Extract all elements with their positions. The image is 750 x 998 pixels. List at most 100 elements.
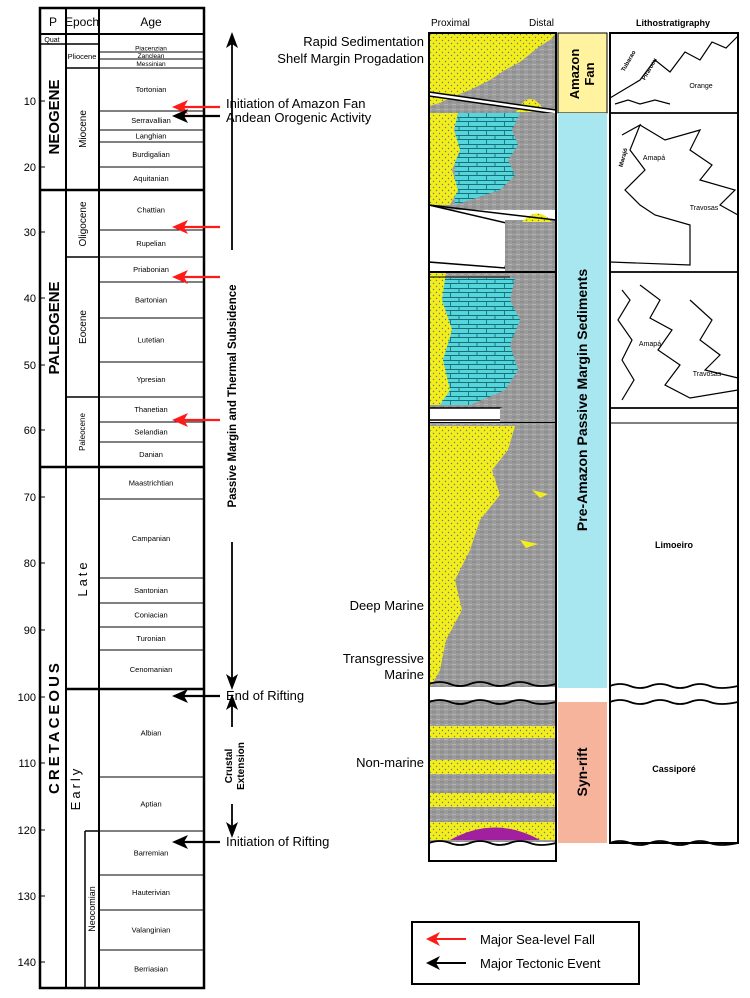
formation-cassipore: Cassiporé — [652, 764, 696, 774]
legend: Major Sea-level Fall Major Tectonic Even… — [411, 921, 640, 985]
tick-label: 20 — [24, 162, 36, 174]
age-label: Rupelian — [136, 239, 166, 248]
crustal-label: Crustal — [224, 749, 235, 784]
age-label: Tortonian — [136, 85, 167, 94]
sequence-bands — [557, 32, 608, 843]
age-label: Lutetian — [138, 336, 165, 345]
epoch-miocene: Miocene — [78, 110, 89, 148]
tick-label: 30 — [24, 227, 36, 239]
tick-label: 130 — [18, 891, 36, 903]
formation-marajo: Marajó — [619, 147, 630, 168]
formation-amapa-upper: Amapá — [643, 155, 665, 162]
event-end-rifting: End of Rifting — [226, 688, 304, 703]
legend-black-label: Major Tectonic Event — [480, 956, 601, 971]
epoch-late: Late — [75, 559, 90, 596]
env-marine: Marine — [384, 667, 424, 682]
event-shelf-margin: Shelf Margin Progadation — [277, 51, 424, 66]
tick-label: 10 — [24, 96, 36, 108]
env-deep-marine: Deep Marine — [350, 598, 424, 613]
age-label: Chattian — [137, 206, 165, 215]
age-label: Campanian — [132, 534, 170, 543]
env-transgressive: Transgressive — [343, 651, 424, 666]
lithology-column: Proximal Distal — [428, 18, 557, 862]
formation-orange: Orange — [689, 83, 712, 90]
tick-label: 40 — [24, 293, 36, 305]
legend-red-label: Major Sea-level Fall — [480, 932, 595, 947]
period-paleogene: PALEOGENE — [46, 281, 63, 374]
tick-label: 80 — [24, 558, 36, 570]
epoch-neocomian: Neocomian — [87, 886, 97, 932]
red-arrow-icon — [172, 270, 188, 284]
tick-label: 60 — [24, 425, 36, 437]
age-label: Danian — [139, 450, 163, 459]
header-proximal: Proximal — [431, 18, 470, 29]
tick-label: 70 — [24, 492, 36, 504]
tick-label: 90 — [24, 625, 36, 637]
tick-label: 120 — [18, 825, 36, 837]
age-label: Barremian — [134, 849, 169, 858]
age-label: Piacenzian — [135, 46, 167, 53]
formation-amapa-lower: Amapá — [639, 341, 661, 348]
age-label: Ypresian — [136, 375, 165, 384]
time-scale — [38, 6, 206, 990]
header-epoch: Epoch — [65, 15, 99, 29]
epoch-pliocene: Pliocene — [68, 52, 97, 61]
sequence-amazon: Amazon — [567, 49, 582, 100]
age-label: Bartonian — [135, 296, 167, 305]
extension-label: Extension — [236, 742, 247, 790]
age-label: Priabonian — [133, 265, 169, 274]
event-andean: Andean Orogenic Activity — [226, 110, 372, 125]
tick-label: 140 — [18, 957, 36, 969]
black-arrow-icon — [172, 835, 188, 849]
age-label: Langhian — [136, 132, 167, 141]
lithostratigraphy-column: Lithostratigraphy — [609, 18, 739, 846]
header-lithostratigraphy: Lithostratigraphy — [636, 18, 710, 28]
age-label: Zanclean — [138, 53, 165, 60]
sequence-synrift: Syn-rift — [574, 747, 590, 796]
age-label: Coniacian — [134, 611, 167, 620]
red-arrow-icon — [172, 413, 188, 427]
tick-label: 50 — [24, 360, 36, 372]
age-label: Hauterivian — [132, 888, 170, 897]
age-label: Serravallian — [131, 116, 171, 125]
formation-limoeiro: Limoeiro — [655, 540, 694, 550]
age-label: Santonian — [134, 586, 168, 595]
age-label: Cenomanian — [130, 665, 173, 674]
epoch-early: Early — [68, 766, 83, 811]
age-label: Turonian — [136, 634, 165, 643]
age-label: Albian — [141, 729, 162, 738]
header-age: Age — [140, 15, 162, 29]
period-neogene: NEOGENE — [46, 79, 63, 154]
sequence-pre-amazon: Pre-Amazon Passive Margin Sediments — [574, 269, 590, 531]
age-label: Maastrichtian — [129, 479, 174, 488]
black-arrow-icon — [426, 956, 440, 970]
sequence-fan: Fan — [582, 62, 597, 85]
age-label: Burdigalian — [132, 150, 170, 159]
age-label: Aquitanian — [133, 174, 168, 183]
passive-margin-label: Passive Margin and Thermal Subsidence — [227, 284, 239, 507]
age-label: Valanginian — [132, 926, 171, 935]
age-label: Aptian — [140, 800, 161, 809]
black-arrow-icon — [172, 109, 188, 123]
age-label: Selandian — [134, 428, 167, 437]
age-label: Thanetian — [134, 405, 167, 414]
red-arrow-icon — [172, 100, 188, 114]
event-rapid-sedimentation: Rapid Sedimentation — [303, 34, 424, 49]
epoch-oligocene: Oligocene — [78, 201, 89, 246]
formation-travosas-lower: Travosas — [693, 371, 722, 378]
header-p: P — [49, 15, 57, 29]
epoch-paleocene: Paleocene — [78, 413, 87, 451]
red-arrow-icon — [426, 932, 440, 946]
age-label: Berriasian — [134, 965, 168, 974]
black-arrow-icon — [172, 689, 188, 703]
formation-travosas-upper: Travosas — [690, 205, 719, 212]
age-label: Messinian — [136, 61, 166, 68]
red-arrow-icon — [172, 220, 188, 234]
event-init-rifting: Initiation of Rifting — [226, 834, 329, 849]
env-non-marine: Non-marine — [356, 755, 424, 770]
header-distal: Distal — [529, 18, 554, 29]
epoch-eocene: Eocene — [78, 310, 89, 344]
event-amazon-fan: Initiation of Amazon Fan — [226, 96, 365, 111]
period-cretaceous: CRETACEOUS — [46, 660, 63, 794]
